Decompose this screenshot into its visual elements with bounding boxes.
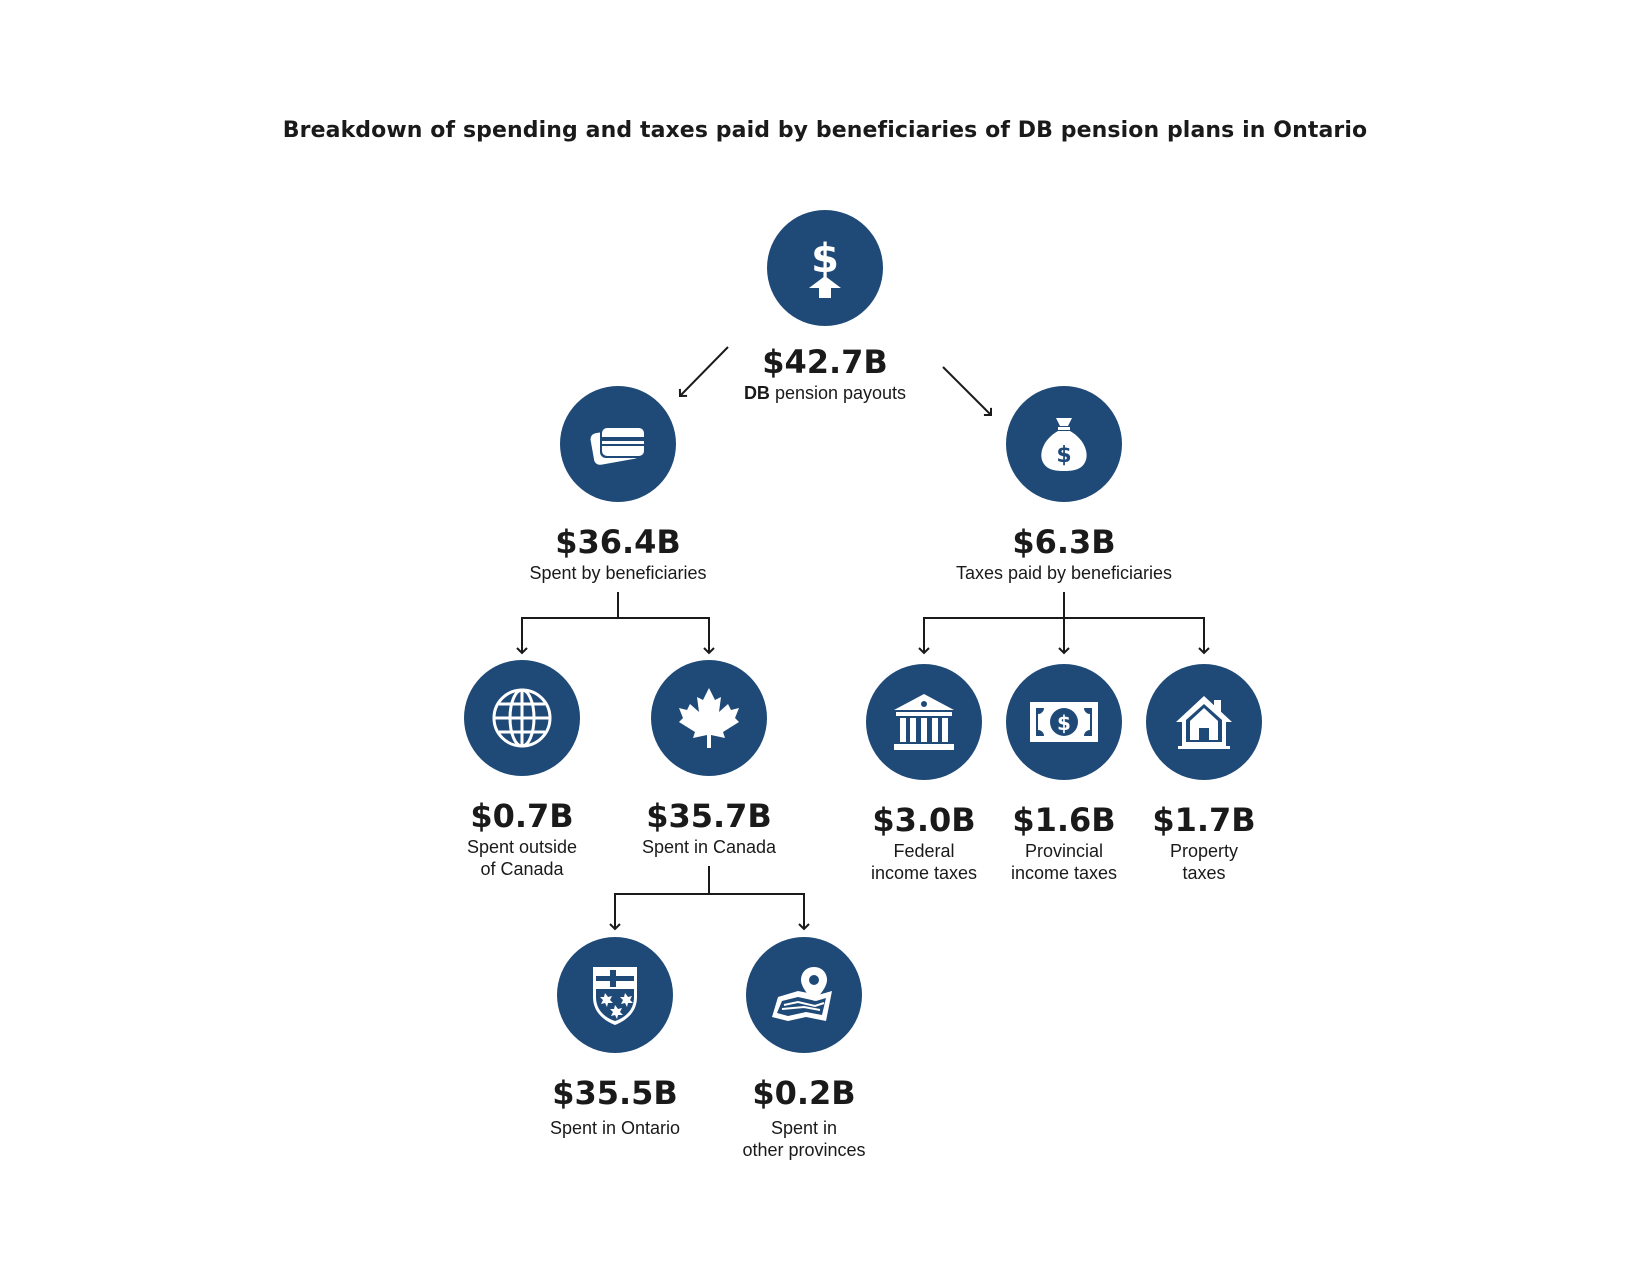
node-spent-outside-canada: $0.7B Spent outside of Canada xyxy=(402,660,642,880)
map-pin-icon xyxy=(746,937,862,1053)
property-value: $1.7B xyxy=(1152,801,1256,839)
dollar-up-arrow-icon: $ xyxy=(767,210,883,326)
node-spent-in-ontario: $35.5B Spent in Ontario xyxy=(495,937,735,1139)
svg-text:$: $ xyxy=(1056,443,1071,468)
bank-building-icon xyxy=(866,664,982,780)
node-federal-income-taxes: $3.0B Federal income taxes xyxy=(804,664,1044,884)
ontario-label: Spent in Ontario xyxy=(549,1118,681,1138)
taxes-value: $6.3B xyxy=(1012,523,1116,561)
other-label-2: other provinces xyxy=(742,1140,866,1160)
node-taxes-paid: $ $6.3B Taxes paid by beneficiaries xyxy=(944,386,1184,584)
provincial-value: $1.6B xyxy=(1012,801,1116,839)
canada-label: Spent in Canada xyxy=(641,837,777,857)
globe-icon xyxy=(464,660,580,776)
node-property-taxes: $1.7B Property taxes xyxy=(1084,664,1324,884)
node-spent-by-beneficiaries: $36.4B Spent by beneficiaries xyxy=(498,386,738,584)
svg-text:$: $ xyxy=(811,236,839,282)
node-spent-other-provinces: $0.2B Spent in other provinces xyxy=(684,937,924,1161)
banknote-icon: $ xyxy=(1006,664,1122,780)
outside-label-2: of Canada xyxy=(480,859,564,879)
bracket-taxes xyxy=(923,592,1205,652)
federal-label-1: Federal xyxy=(893,841,955,861)
house-icon xyxy=(1146,664,1262,780)
ontario-value: $35.5B xyxy=(552,1074,678,1112)
provincial-label-2: income taxes xyxy=(1010,863,1118,883)
spent-label: Spent by beneficiaries xyxy=(529,563,707,583)
federal-label-2: income taxes xyxy=(870,863,978,883)
node-spent-in-canada: $35.7B Spent in Canada xyxy=(589,660,829,858)
node-db-pension-payouts: $ xyxy=(705,210,945,326)
spent-value: $36.4B xyxy=(555,523,681,561)
diagram-title: Breakdown of spending and taxes paid by … xyxy=(282,118,1368,143)
property-label-1: Property xyxy=(1169,841,1239,861)
outside-value: $0.7B xyxy=(470,797,574,835)
root-value: $42.7B xyxy=(762,343,888,381)
provincial-label-1: Provincial xyxy=(1024,841,1104,861)
federal-value: $3.0B xyxy=(872,801,976,839)
maple-leaf-icon xyxy=(651,660,767,776)
bracket-spent xyxy=(521,592,710,652)
svg-text:$: $ xyxy=(1057,711,1071,735)
root-label: DB pension payouts xyxy=(743,383,907,403)
money-bag-icon: $ xyxy=(1006,386,1122,502)
other-value: $0.2B xyxy=(752,1074,856,1112)
node-provincial-income-taxes: $ $1.6B Provincial income taxes xyxy=(944,664,1184,884)
credit-card-icon xyxy=(560,386,676,502)
outside-label-1: Spent outside xyxy=(466,837,578,857)
canada-value: $35.7B xyxy=(646,797,772,835)
other-label-1: Spent in xyxy=(770,1118,838,1138)
property-label-2: taxes xyxy=(1182,863,1226,883)
bracket-canada xyxy=(614,866,805,928)
taxes-label: Taxes paid by beneficiaries xyxy=(955,563,1173,583)
ontario-shield-icon xyxy=(557,937,673,1053)
